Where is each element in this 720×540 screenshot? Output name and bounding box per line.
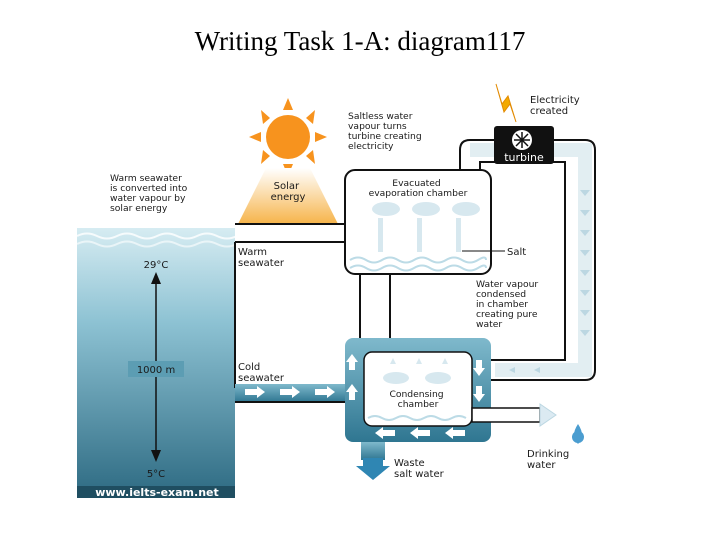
waste-salt-water-label: Waste salt water <box>394 458 445 480</box>
solar-beam <box>238 168 338 224</box>
drinking-water-outlet <box>471 407 541 423</box>
page-title: Writing Task 1-A: diagram117 <box>194 26 526 56</box>
lightning-icon <box>495 83 517 123</box>
salt-label: Salt <box>507 247 526 258</box>
warm-seawater-label: Warm seawater <box>238 247 285 269</box>
drinking-water-label: Drinking water <box>527 449 572 471</box>
saltless-vapour-label: Saltless water vapour turns turbine crea… <box>348 111 425 152</box>
condensing-chamber <box>363 351 473 427</box>
depth-label: 1000 m <box>137 365 175 376</box>
solar-energy-label: Solar energy <box>271 181 306 203</box>
cold-seawater-label: Cold seawater <box>238 362 285 384</box>
watermark: www.ielts-exam.net <box>95 486 219 499</box>
turbine-label: turbine <box>504 151 544 164</box>
sun-icon <box>249 98 327 176</box>
electricity-created-label: Electricity created <box>530 95 583 117</box>
drinking-flow-arrow <box>539 403 557 427</box>
water-drop-body <box>572 431 584 443</box>
turbine-icon <box>494 126 554 164</box>
salt-columns <box>378 218 461 252</box>
condensing-chamber-label: Condensing chamber <box>389 389 446 410</box>
flow-arrows <box>245 290 485 439</box>
warm-seawater-converted-label: Warm seawater is converted into water va… <box>110 173 190 214</box>
condensing-clouds <box>383 358 451 384</box>
vapour-clouds <box>372 202 480 216</box>
depth-arrow <box>128 272 184 462</box>
temp-bottom-label: 5°C <box>147 469 165 480</box>
waste-flow-arrow <box>356 458 390 480</box>
return-flow-arrows <box>509 190 590 373</box>
evacuated-chamber-label: Evacuated evaporation chamber <box>369 178 468 199</box>
temp-top-label: 29°C <box>144 260 169 271</box>
water-vapour-condensed-label: Water vapour condensed in chamber creati… <box>476 279 541 330</box>
